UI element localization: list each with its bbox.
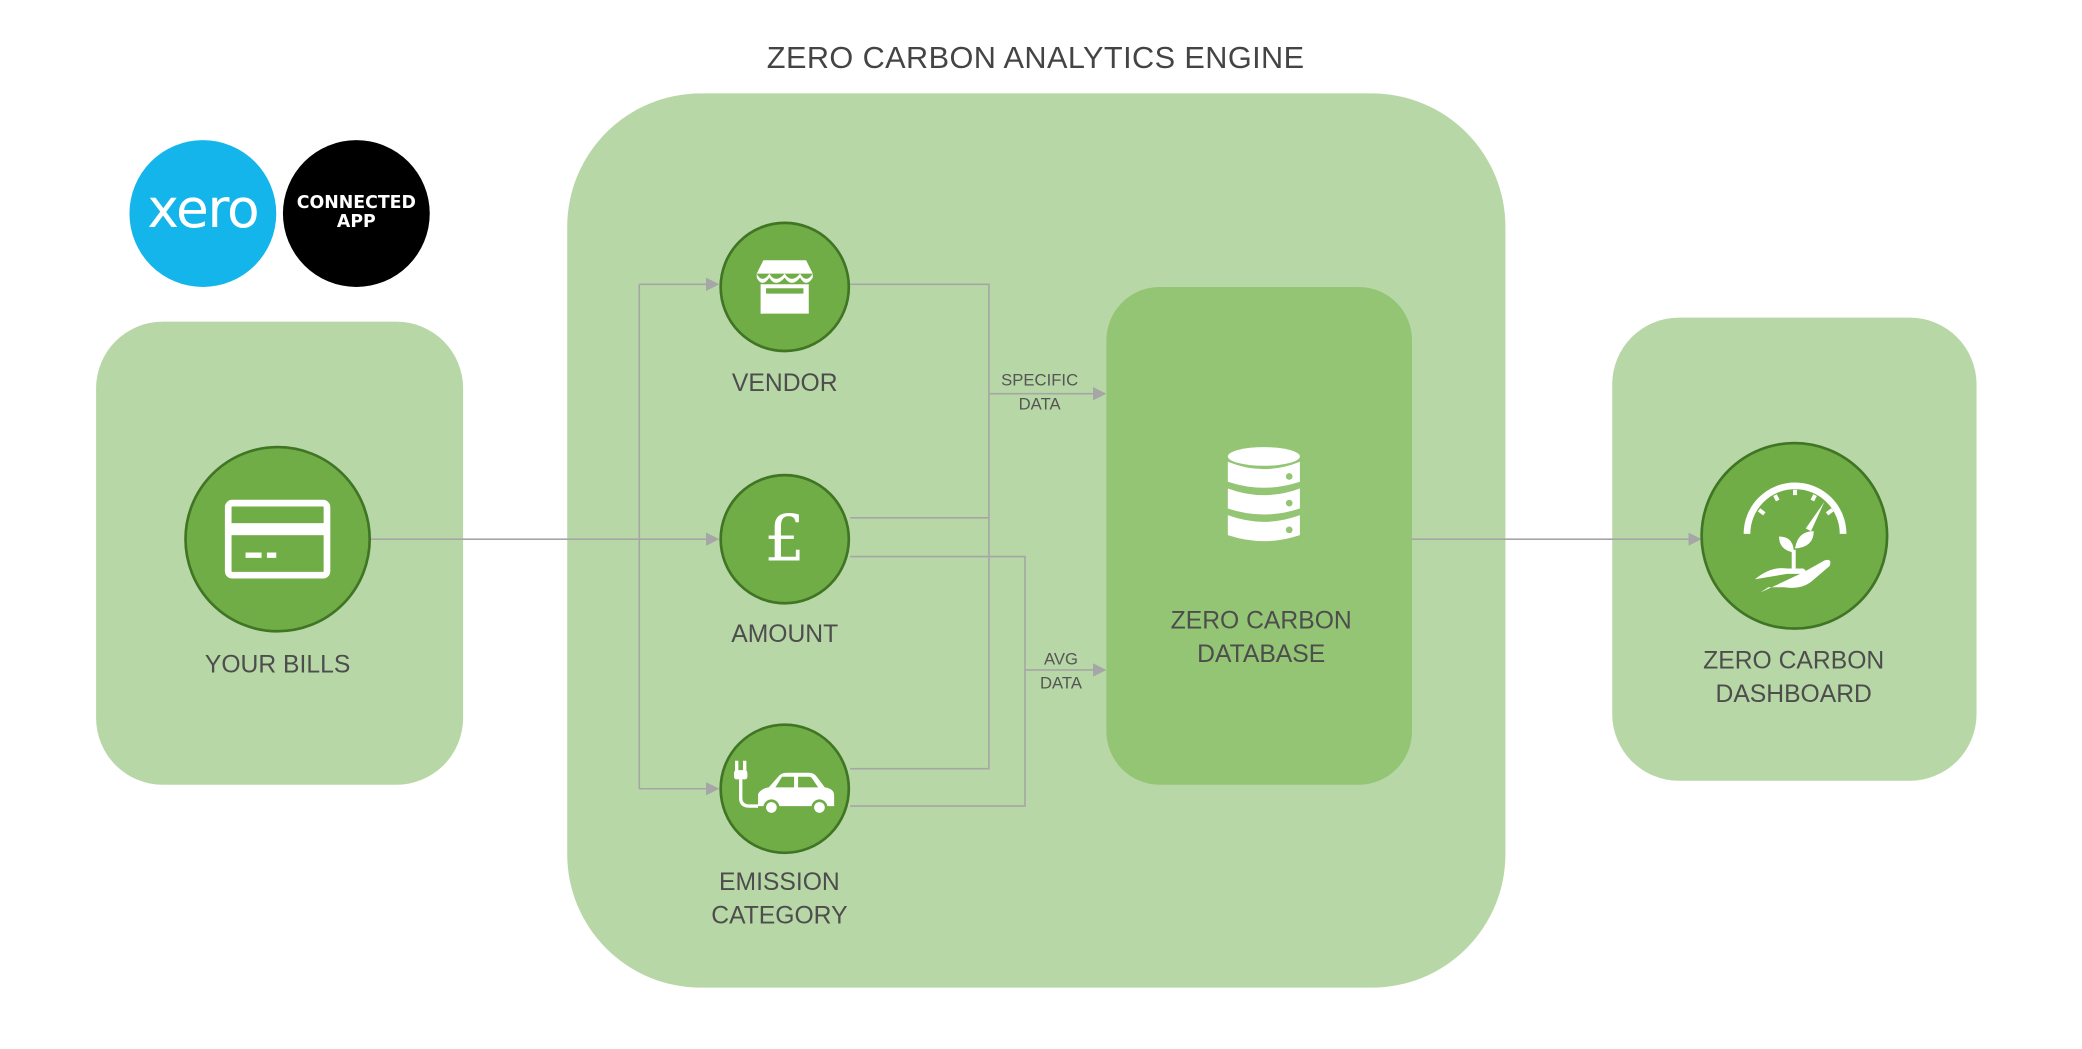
edge-amount-out-avg (850, 555, 1026, 807)
vendor-node (719, 221, 851, 353)
bills-label: YOUR BILLS (204, 649, 351, 678)
edge-vendor-out (850, 283, 990, 770)
connected-app-line1: CONNECTED (296, 193, 416, 214)
electric-car-icon (734, 760, 835, 816)
xero-logo-text: xero (147, 178, 259, 241)
xero-logo: xero (129, 140, 277, 287)
emission-label: EMISSION CATEGORY (711, 867, 848, 929)
vendor-label: VENDOR (731, 368, 838, 397)
diagram-title: ZERO CARBON ANALYTICS ENGINE (766, 40, 1305, 75)
specific-data-line2: DATA (1018, 395, 1061, 414)
emission-node (719, 723, 851, 855)
avg-data-label: AVG DATA (994, 647, 1127, 695)
avg-data-line2: DATA (1039, 673, 1083, 693)
amount-label: AMOUNT (731, 619, 839, 648)
specific-data-label: SPECIFIC DATA (973, 368, 1106, 416)
storefront-icon (756, 260, 813, 314)
connected-app-badge: CONNECTED APP (282, 140, 430, 287)
credit-card-icon (224, 499, 331, 579)
speedometer-plant-icon (1742, 481, 1846, 592)
avg-data-line1: AVG (1043, 649, 1079, 669)
database-label: ZERO CARBON DATABASE (1170, 605, 1352, 668)
specific-data-line1: SPECIFIC (1001, 371, 1079, 390)
dashboard-label: ZERO CARBON DASHBOARD (1703, 645, 1885, 708)
connected-app-line2: APP (336, 212, 376, 233)
dashboard-node (1700, 441, 1889, 630)
bills-node (184, 445, 372, 633)
database-icon (1227, 447, 1300, 542)
amount-node: £ (719, 473, 851, 605)
pound-sign-icon: £ (764, 501, 806, 577)
